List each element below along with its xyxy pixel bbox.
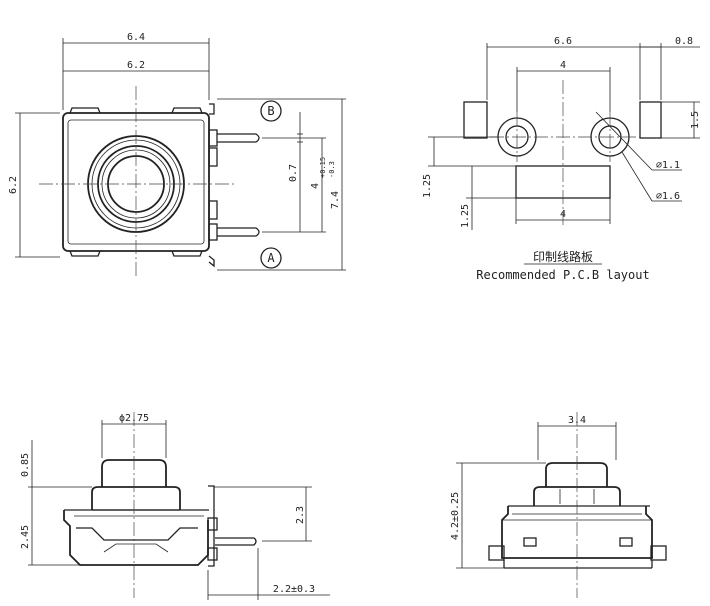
dim-pcb-span: 6.6 [554,36,572,47]
svg-text:A: A [267,251,275,265]
foot-right [650,545,667,561]
pcb-caption-cn: 印制线路板 [533,249,593,264]
side-view: ϕ2.75 0.85 2.45 2.3 2.2±0.3 [20,412,330,600]
dim-width-outer: 6.4 [127,32,145,43]
dim-body-height: 2.45 [20,525,31,549]
terminal-side [207,485,257,567]
dim-plunger-width: 3.4 [568,415,586,426]
terminal-a-marker: A [260,247,282,269]
dim-terminal-len: 2.2±0.3 [273,584,315,595]
dim-hole-small: ⌀1.1 [656,160,680,171]
svg-text:7.4: 7.4 [330,191,341,209]
terminal-a-top [208,223,260,268]
dim-hole-large: ⌀1.6 [656,191,680,202]
dim-pad-offset: 1.25 [460,204,471,228]
dim-pad-ext: 0.8 [675,36,693,47]
dim-plunger-dia: ϕ2.75 [119,413,149,424]
pcb-pad-right [639,101,662,139]
dim-plunger-height: 0.85 [20,453,31,477]
dim-pad-height: 1.5 [690,111,701,129]
svg-text:+0.15: +0.15 [319,157,327,178]
terminal-b-marker: B [260,100,282,122]
dim-total-height: 4.2±0.25 [450,492,461,540]
front-view: 3.4 4.2±0.25 [450,412,667,598]
foot-left [488,545,505,561]
top-view: 6.4 6.2 6.2 0.7 4 7.4 +0.15 -0.3 B [8,32,346,278]
pcb-layout-view: 6.6 0.8 4 1.5 1.25 1.25 4 ⌀1.1 ⌀ [422,36,701,282]
dim-center-pad: 4 [560,209,566,220]
dim-height: 6.2 [8,176,19,194]
dim-hole-offset: 1.25 [422,174,433,198]
pcb-caption-en: Recommended P.C.B layout [476,268,649,282]
plunger-front [545,462,608,487]
svg-text:B: B [267,104,274,118]
svg-text:-0.3: -0.3 [328,161,336,178]
dim-hole-pitch: 4 [560,60,566,71]
terminal-b-top [208,103,260,147]
pcb-pad-left [463,101,488,139]
dim-terminal-height: 2.3 [295,506,306,524]
dim-width-inner: 6.2 [127,60,145,71]
dim-pin-height: 0.7 [288,164,299,182]
dim-pitch: 4 [310,183,321,189]
dim-total: 7.4 +0.15 -0.3 [319,157,341,209]
